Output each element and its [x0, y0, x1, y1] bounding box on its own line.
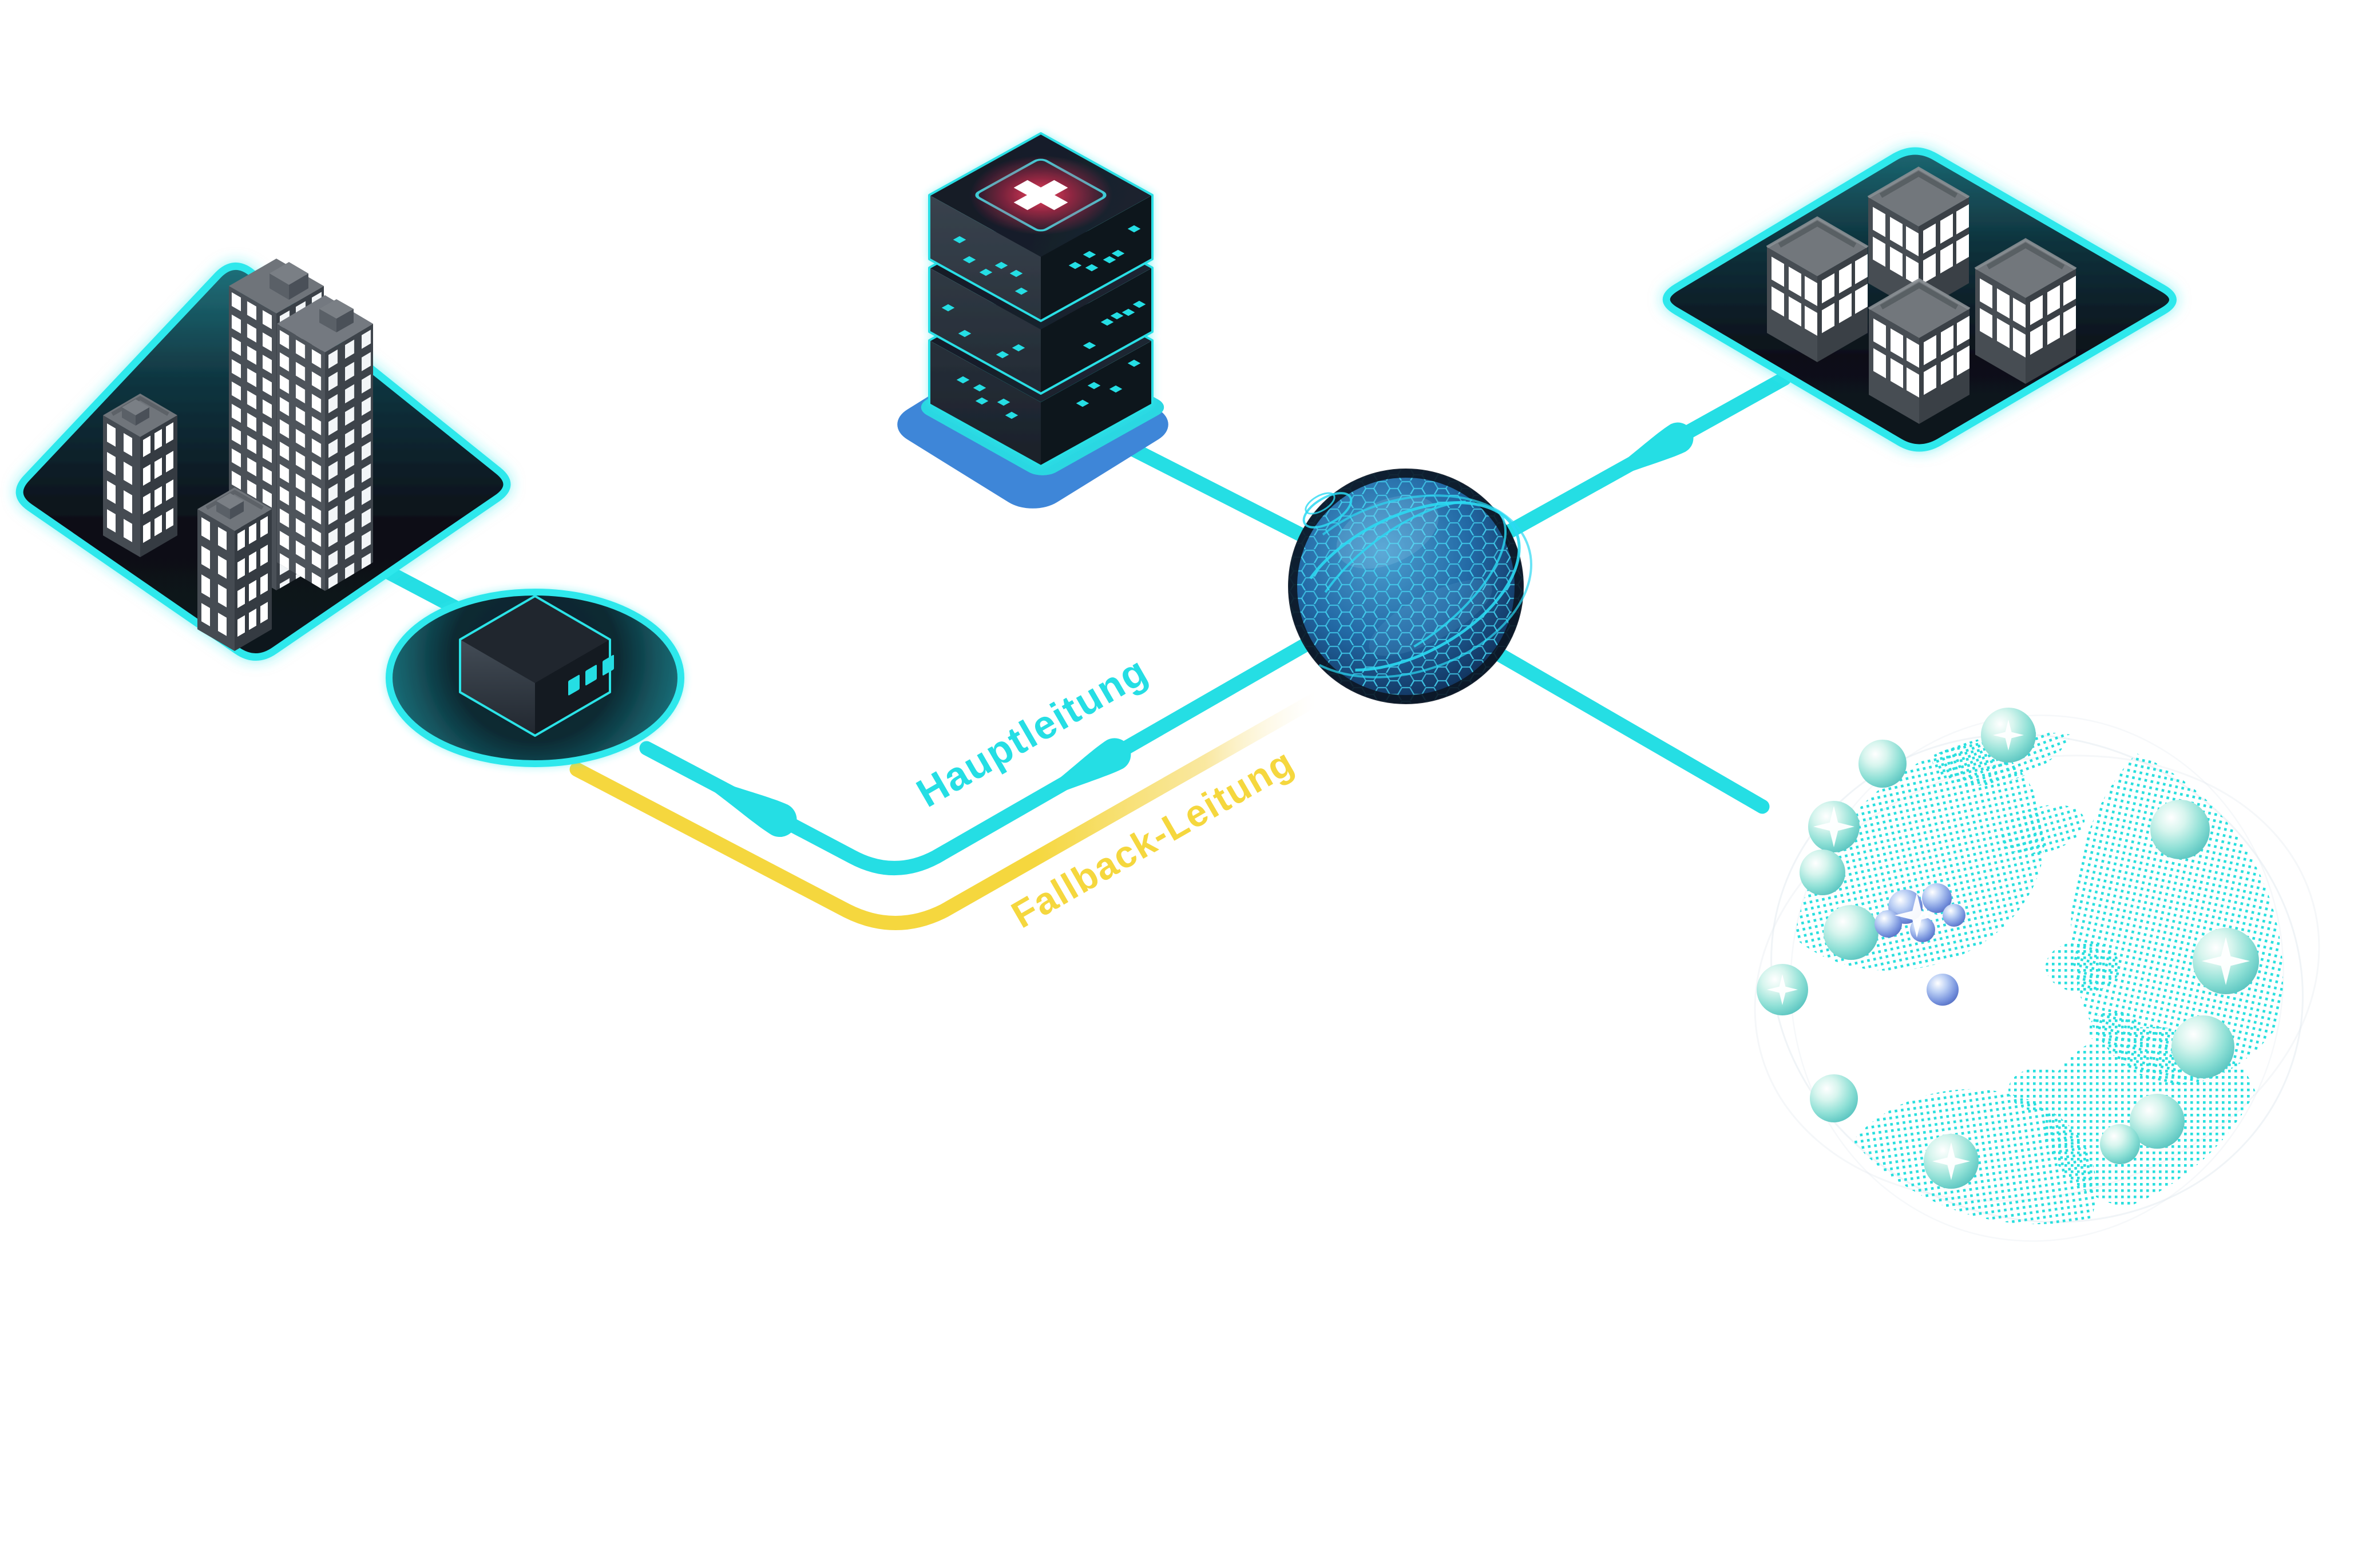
apartment-building: [197, 487, 272, 651]
fallback-line: [569, 692, 1323, 930]
main-line-label: Hauptleitung: [909, 648, 1155, 816]
campus-site: [15, 259, 511, 661]
dotted-continents: [1791, 732, 2283, 1224]
router-ports: [568, 654, 614, 696]
business-district: [1662, 147, 2177, 452]
office-building: [1869, 280, 1969, 424]
access-router: [386, 589, 684, 767]
server-unit-top: [928, 132, 1154, 322]
office-building: [1767, 218, 1868, 362]
apartment-building: [103, 394, 177, 557]
fallback-line-label: Fallback-Leitung: [1004, 740, 1301, 936]
core-network-sphere: [1279, 469, 1532, 704]
sphere-orbit-arcs: [1279, 492, 1532, 678]
internet-globe: [1754, 708, 2320, 1242]
edge-server-to-core: [1103, 430, 1312, 544]
medical-server-stack: [897, 132, 1168, 509]
edge-core-to-globe: [1493, 648, 1770, 814]
rooftop-unit: [319, 299, 354, 332]
office-building: [1975, 240, 2076, 384]
rooftop-unit: [270, 262, 308, 300]
connection-lines: [382, 371, 1792, 930]
router-box-icon: [459, 595, 614, 737]
medical-cross-icon: [1013, 180, 1068, 211]
globe-node-spheres: [1757, 708, 2259, 1189]
main-line: [639, 638, 1312, 875]
